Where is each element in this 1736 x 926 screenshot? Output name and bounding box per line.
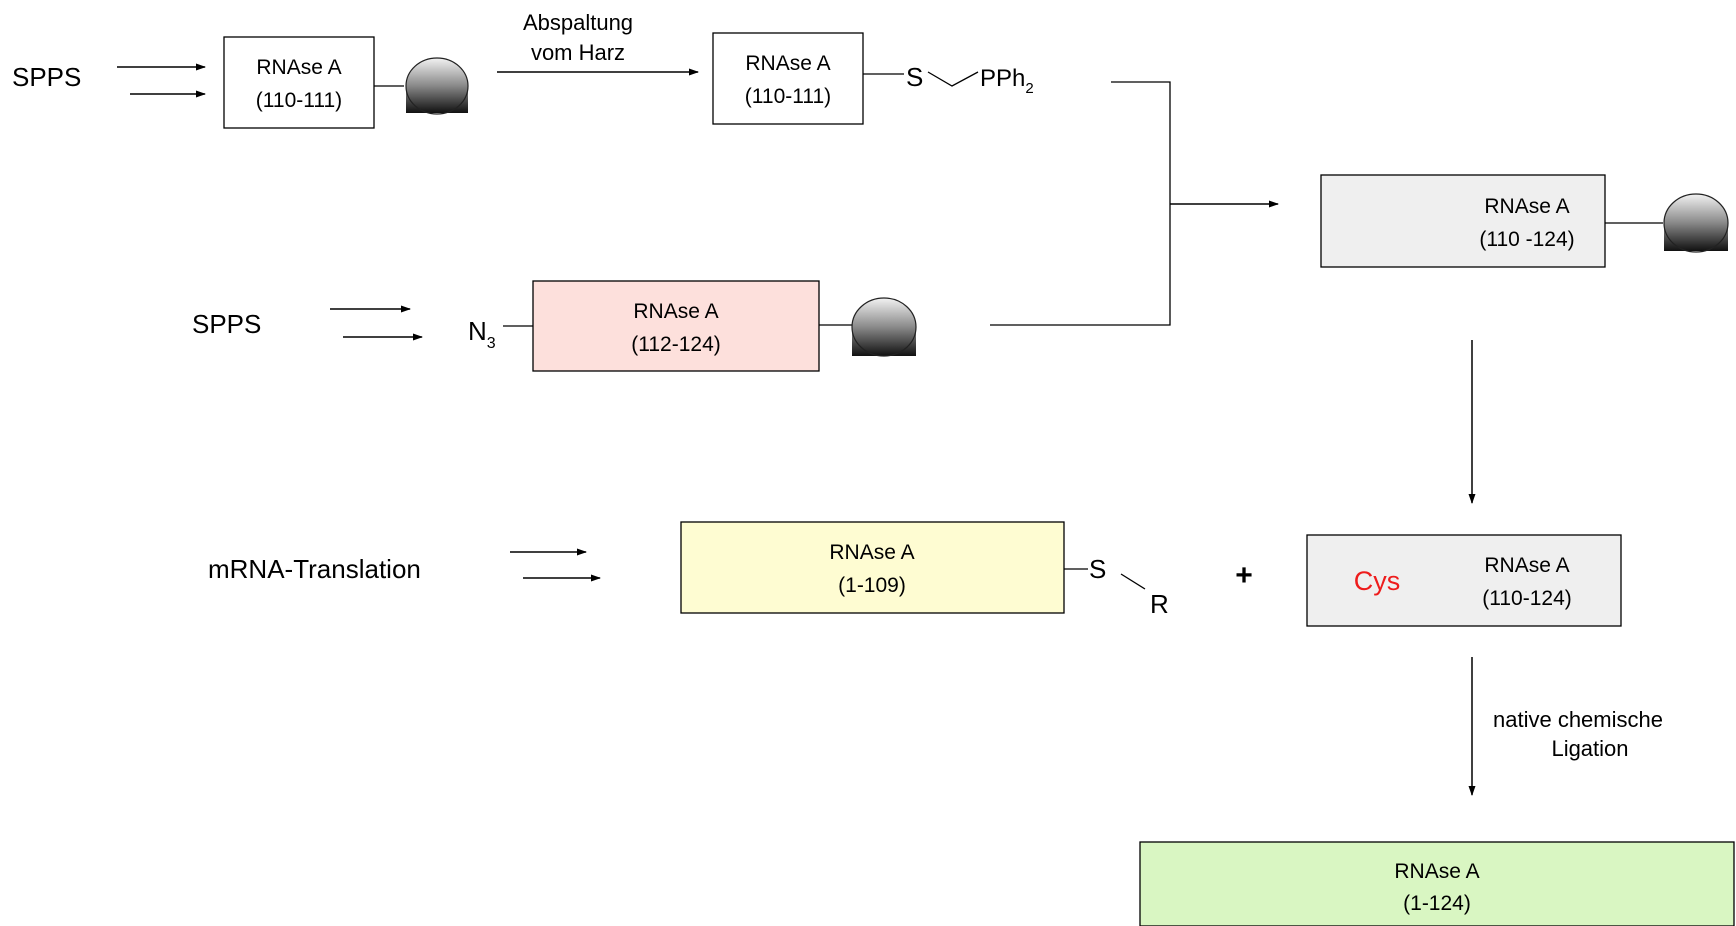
- fragment-range: (110-111): [256, 89, 342, 112]
- phosphine-sub: 2: [1025, 80, 1033, 97]
- fragment-box-cys-110-124: Cys RNAse A (110-124): [1306, 534, 1622, 627]
- cleavage-label-line2: vom Harz: [531, 40, 625, 65]
- spps-label-2: SPPS: [192, 309, 261, 339]
- fragment-box-free-110-111-rect: [712, 32, 864, 125]
- fragment-box-product-1-124: RNAse A (1-124): [1139, 841, 1735, 926]
- resin-bead-icon: [1664, 194, 1728, 251]
- fragment-range: (110-111): [745, 85, 831, 108]
- sulfur-label: S: [906, 62, 923, 92]
- fragment-name: RNAse A: [1484, 554, 1569, 577]
- fragment-name: RNAse A: [1394, 860, 1479, 883]
- plus-sign: +: [1235, 559, 1253, 592]
- spps-label-1: SPPS: [12, 62, 81, 92]
- fragment-box-thioester-1-109-rect: [680, 521, 1065, 614]
- fragment-range: (110-124): [1482, 587, 1572, 610]
- fragment-box-resin-112-124: RNAse A (112-124): [532, 280, 820, 372]
- fragment-range: (110 -124): [1479, 228, 1574, 251]
- resin-bead-icon: [852, 298, 916, 356]
- fragment-name: RNAse A: [829, 541, 914, 564]
- fragment-box-product-1-124-rect: [1139, 841, 1735, 926]
- fragment-range: (1-124): [1403, 892, 1471, 915]
- fragment-name: RNAse A: [745, 52, 830, 75]
- mrna-label: mRNA-Translation: [208, 554, 421, 584]
- merge-bracket: [990, 81, 1171, 326]
- resin-bead-outline: [405, 57, 469, 115]
- fragment-box-resin-112-124-rect: [532, 280, 820, 372]
- cys-residue-label: Cys: [1354, 566, 1401, 596]
- methylene-bond: [927, 71, 979, 87]
- ligation-label-line2: Ligation: [1551, 736, 1628, 761]
- fragment-box-thioester-1-109: RNAse A (1-109): [680, 521, 1065, 614]
- fragment-box-resin-110-111: RNAse A (110-111): [223, 36, 375, 129]
- ligation-label-line1: native chemische: [1493, 707, 1663, 732]
- cleavage-label-line1: Abspaltung: [523, 10, 633, 35]
- resin-bead-icon: [406, 58, 468, 113]
- fragment-box-resin-110-124: RNAse A (110 -124): [1320, 174, 1606, 268]
- azide-main: N: [468, 316, 487, 346]
- thioester-sulfur-label: S: [1089, 554, 1106, 584]
- r-group-label: R: [1150, 589, 1169, 619]
- fragment-box-resin-110-124-rect: [1320, 174, 1606, 268]
- phosphine-label: PPh2: [980, 65, 1034, 97]
- fragment-box-resin-110-111-rect: [223, 36, 375, 129]
- thioester-r-bond: [1120, 573, 1146, 590]
- fragment-name: RNAse A: [633, 300, 718, 323]
- fragment-name: RNAse A: [256, 56, 341, 79]
- fragment-box-cys-110-124-rect: [1306, 534, 1622, 627]
- fragment-name: RNAse A: [1484, 195, 1569, 218]
- azide-label: N3: [468, 316, 496, 352]
- fragment-box-free-110-111: RNAse A (110-111): [712, 32, 864, 125]
- resin-bead-outline: [851, 297, 917, 357]
- fragment-range: (112-124): [631, 333, 721, 356]
- phosphine-main: PPh: [980, 65, 1025, 92]
- azide-sub: 3: [487, 335, 496, 352]
- resin-bead-outline: [1663, 193, 1729, 253]
- fragment-range: (1-109): [838, 574, 906, 597]
